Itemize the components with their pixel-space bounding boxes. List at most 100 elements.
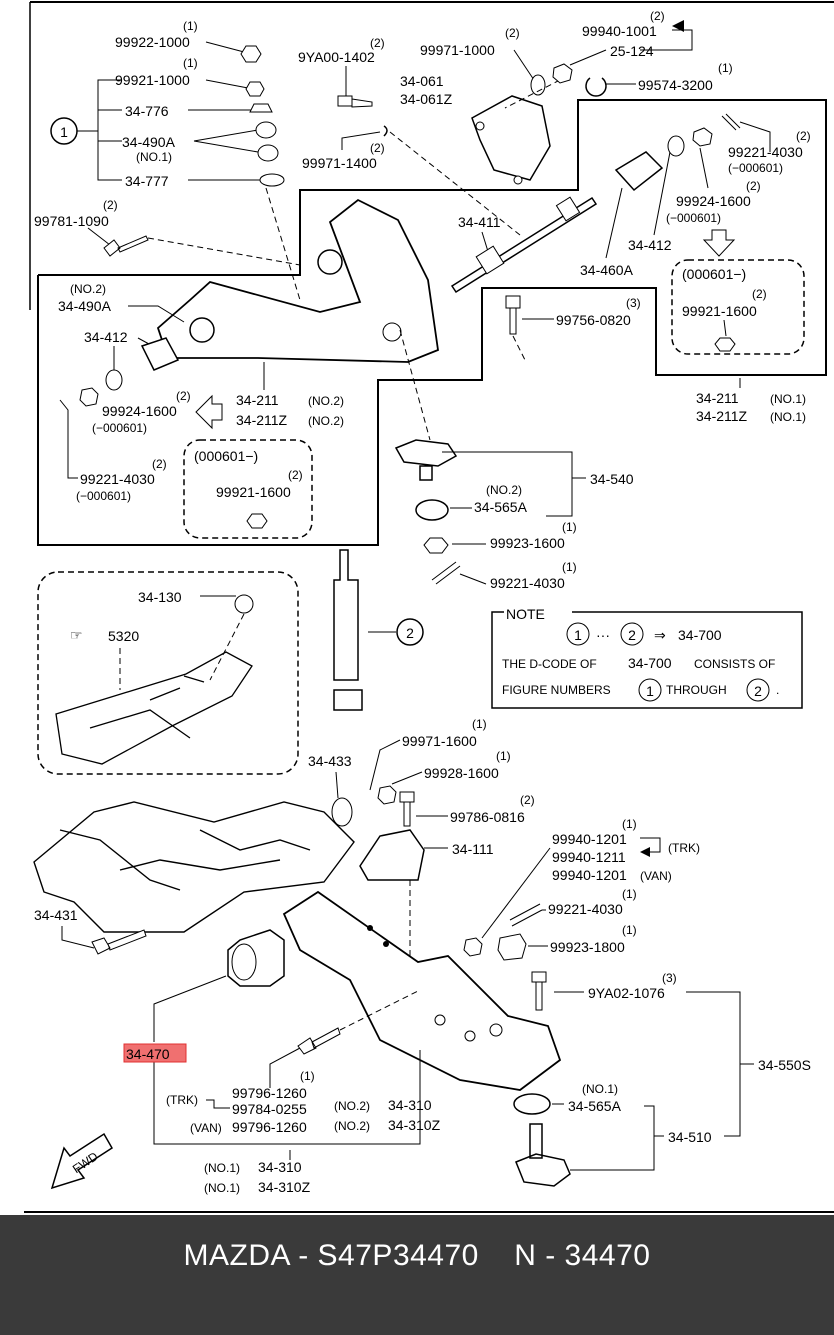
bushing-icon: [255, 121, 277, 139]
part-99796-1260[interactable]: (1) 99796-1260: [232, 1069, 315, 1101]
parts-diagram: 1 (1) 99922-1000 (1) 99921-1000 34-776 3…: [24, 1, 834, 1213]
part-99923-1600[interactable]: (1) 99923-1600: [490, 520, 577, 551]
part-34-061[interactable]: 34-061 34-061Z: [400, 73, 453, 107]
part-99922-1000[interactable]: (1) 99922-1000: [115, 19, 198, 50]
bushing-34-460a: [614, 151, 664, 192]
svg-text:5320: 5320: [108, 628, 139, 644]
washer-icon: [259, 173, 285, 187]
lower-control-arm: [282, 890, 562, 1091]
note-line3-b: THROUGH: [666, 683, 727, 697]
part-34-310z-no1[interactable]: (NO.1) 34-310Z: [204, 1179, 311, 1195]
part-99924-1600-no2[interactable]: (2) 99924-1600 (−000601): [92, 389, 191, 435]
inset-frame-box: [37, 571, 299, 775]
part-99796-1260-van[interactable]: (VAN) 99796-1260: [190, 1119, 307, 1135]
part-34-776[interactable]: 34-776: [125, 103, 169, 119]
part-99921-1000[interactable]: (1) 99921-1000: [115, 56, 198, 88]
part-34-412-no2[interactable]: 34-412: [84, 329, 128, 345]
note-target: 34-700: [678, 627, 722, 643]
part-99940-1201-trk[interactable]: (1) 99940-1201 (TRK): [552, 817, 700, 855]
part-99221-4030-no1[interactable]: (2) 99221-4030 (−000601): [728, 129, 811, 175]
part-9ya00-1402[interactable]: (2) 9YA00-1402: [298, 36, 385, 65]
part-34-411[interactable]: 34-411: [458, 214, 501, 230]
clip-icon: [383, 125, 388, 137]
svg-text:34-130: 34-130: [138, 589, 182, 605]
part-99940-1201-van[interactable]: 99940-1201 (VAN): [552, 867, 672, 883]
part-99786-0816[interactable]: (2) 99786-0816: [450, 793, 535, 825]
part-34-433[interactable]: 34-433: [308, 753, 352, 769]
part-34-565a-no2[interactable]: (NO.2) 34-565A: [474, 483, 528, 515]
svg-text:(1): (1): [472, 717, 487, 731]
part-34-211-no2[interactable]: 34-211 (NO.2): [236, 392, 344, 408]
part-34-777[interactable]: 34-777: [125, 173, 169, 189]
part-99574-3200[interactable]: (1) 99574-3200: [638, 61, 733, 93]
highlight-box: [123, 1043, 187, 1063]
part-34-490a-no2[interactable]: (NO.2) 34-490A: [58, 282, 112, 314]
part-99221-4030-b[interactable]: (1) 99221-4030: [548, 887, 637, 917]
washer-icon: [249, 103, 273, 113]
part-34-412-no1[interactable]: 34-412: [628, 237, 672, 253]
part-99921-1600-no2[interactable]: (2) 99921-1600: [216, 468, 303, 500]
part-34-490a-no1[interactable]: 34-490A (NO.1): [122, 134, 176, 164]
cotter-pin-icon: [721, 113, 741, 131]
svg-text:99756-0820: 99756-0820: [556, 312, 631, 328]
part-99924-1600-no1[interactable]: (2) 99924-1600 (−000601): [666, 179, 761, 225]
part-99221-4030-no2[interactable]: (2) 99221-4030 (−000601): [76, 457, 167, 503]
part-25-124[interactable]: 25-124: [610, 43, 654, 59]
svg-text:34-310Z: 34-310Z: [388, 1117, 441, 1133]
part-99923-1800[interactable]: (1) 99923-1800: [550, 923, 637, 955]
bolt-icon: [103, 235, 149, 257]
part-34-111[interactable]: 34-111: [452, 841, 494, 857]
svg-text:99796-1260: 99796-1260: [232, 1119, 307, 1135]
note-circle-2: 2: [628, 627, 636, 643]
part-34-310-no1[interactable]: (NO.1) 34-310: [204, 1159, 302, 1175]
svg-text:(NO.1): (NO.1): [136, 150, 172, 164]
svg-text:(2): (2): [650, 9, 665, 23]
part-34-550s[interactable]: 34-550S: [758, 1057, 811, 1073]
nut-icon: [552, 63, 573, 84]
part-34-310z-no2[interactable]: (NO.2) 34-310Z: [334, 1117, 441, 1133]
part-99921-1600-no1[interactable]: (2) 99921-1600: [682, 287, 767, 319]
part-34-211-no1[interactable]: 34-211 (NO.1): [696, 390, 806, 406]
part-99971-1400[interactable]: (2) 99971-1400: [302, 141, 385, 171]
svg-text:34-470: 34-470: [126, 1046, 170, 1062]
svg-text:34-061: 34-061: [400, 73, 444, 89]
part-34-540[interactable]: 34-540: [590, 471, 634, 487]
bumper-34-130: [234, 594, 254, 614]
svg-text:34-310Z: 34-310Z: [258, 1179, 311, 1195]
part-99940-1211[interactable]: 99940-1211: [552, 849, 626, 865]
svg-text:(2): (2): [103, 198, 118, 212]
svg-text:99221-4030: 99221-4030: [490, 575, 565, 591]
part-34-565a-no1[interactable]: (NO.1) 34-565A: [568, 1082, 622, 1114]
part-99971-1600[interactable]: (1) 99971-1600: [402, 717, 487, 749]
part-99971-1000[interactable]: (2) 99971-1000: [420, 26, 520, 58]
part-34-211z-no1[interactable]: 34-211Z (NO.1): [696, 408, 806, 424]
washer-icon: [530, 74, 546, 96]
part-99784-0255[interactable]: (TRK) 99784-0255: [166, 1093, 307, 1117]
svg-text:99971-1400: 99971-1400: [302, 155, 377, 171]
part-99221-4030-c[interactable]: (1) 99221-4030: [490, 560, 577, 591]
part-99940-1001[interactable]: (2) 99940-1001: [582, 9, 665, 39]
part-34-310-no2[interactable]: (NO.2) 34-310: [334, 1097, 432, 1113]
part-34-431[interactable]: 34-431: [34, 907, 78, 923]
part-99928-1600[interactable]: (1) 99928-1600: [424, 749, 511, 781]
svg-text:(NO.1): (NO.1): [770, 410, 806, 424]
part-34-470[interactable]: 34-470: [123, 1043, 187, 1063]
svg-text:(TRK): (TRK): [668, 841, 700, 855]
svg-text:(TRK): (TRK): [166, 1093, 198, 1107]
svg-text:(1): (1): [718, 61, 733, 75]
arrow-left-icon: [195, 394, 223, 430]
part-34-130[interactable]: 34-130: [138, 589, 182, 605]
cotter-pin-icon: [431, 561, 461, 585]
part-9ya02-1076[interactable]: (3) 9YA02-1076: [588, 971, 677, 1001]
part-34-460a[interactable]: 34-460A: [580, 262, 634, 278]
part-34-510[interactable]: 34-510: [668, 1129, 712, 1145]
ref-5320[interactable]: 5320: [108, 628, 139, 644]
part-34-211z-no2[interactable]: 34-211Z (NO.2): [236, 412, 344, 428]
note-box: [491, 611, 803, 709]
svg-text:34-550S: 34-550S: [758, 1057, 811, 1073]
part-99781-1090[interactable]: (2) 99781-1090: [34, 198, 118, 229]
svg-text:9YA00-1402: 9YA00-1402: [298, 49, 375, 65]
part-99756-0820[interactable]: (3) 99756-0820: [556, 296, 641, 328]
svg-text:(2): (2): [176, 389, 191, 403]
svg-text:34-510: 34-510: [668, 1129, 712, 1145]
